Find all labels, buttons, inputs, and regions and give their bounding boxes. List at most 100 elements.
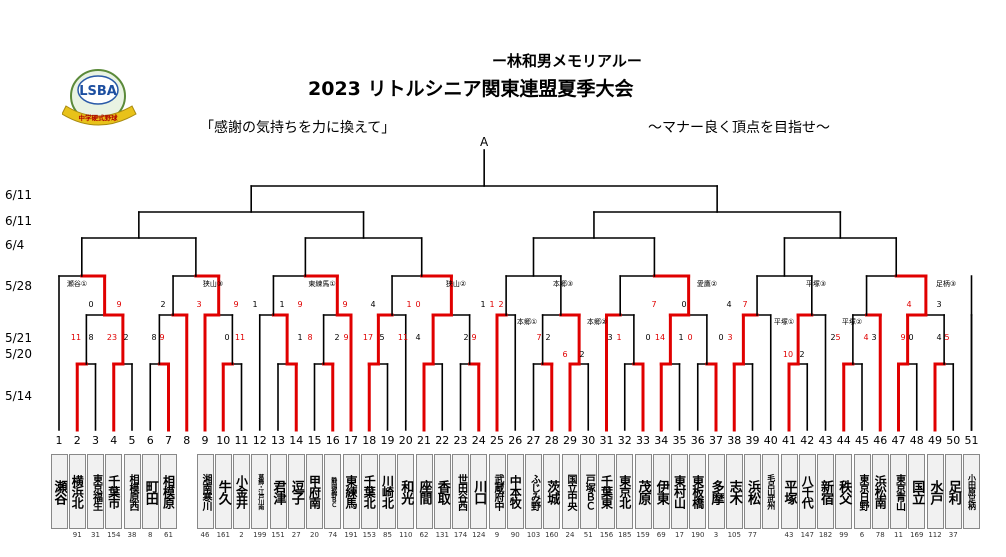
team-id: 20 bbox=[310, 531, 319, 539]
seed-number: 49 bbox=[928, 434, 942, 447]
team-name: 新宿 bbox=[818, 479, 833, 504]
score-label: 1 bbox=[616, 333, 621, 342]
team-id: 51 bbox=[583, 531, 593, 539]
team-id: 3 bbox=[713, 531, 719, 539]
team-id: 77 bbox=[748, 531, 757, 539]
score-label: 2 bbox=[545, 333, 550, 342]
score-label: 1 bbox=[297, 333, 302, 342]
team-name: 相模原西 bbox=[127, 473, 138, 510]
team-box: 国立 bbox=[908, 454, 926, 529]
team-id: 2 bbox=[239, 531, 244, 539]
score-label: 5 bbox=[835, 333, 840, 342]
score-label: 0 bbox=[415, 300, 420, 309]
seed-number: 14 bbox=[289, 434, 303, 447]
team-name: 秩父 bbox=[836, 479, 852, 504]
seed-number: 42 bbox=[800, 434, 814, 447]
team-id: 74 bbox=[328, 531, 338, 539]
team-box: 東京北 bbox=[616, 454, 634, 529]
team-name: 香取 bbox=[434, 479, 450, 504]
seed-number: 29 bbox=[563, 434, 577, 447]
team-name: 中本牧 bbox=[508, 475, 523, 508]
team-box: 世田谷西 bbox=[452, 454, 469, 529]
header: LSBA 中学硬式野球 ー林和男メモリアルー 2023 リトルシニア関東連盟夏季… bbox=[0, 0, 1006, 150]
score-label: 5 bbox=[379, 333, 384, 342]
team-id: 153 bbox=[362, 531, 376, 539]
seed-number: 35 bbox=[673, 434, 687, 447]
team-box: 戸塚ＢＣ bbox=[579, 454, 597, 529]
team-name: 茨城 bbox=[544, 479, 560, 504]
team-name: 甲府南 bbox=[307, 475, 322, 508]
seed-number: 37 bbox=[709, 434, 723, 447]
score-label: 3 bbox=[871, 333, 876, 342]
team-name: 座間 bbox=[416, 479, 432, 504]
team-box: 小金井 bbox=[233, 454, 250, 529]
round-date: 5/20 bbox=[5, 347, 32, 361]
seed-number: 47 bbox=[892, 434, 906, 447]
team-box: ふじみ野 bbox=[525, 454, 542, 529]
team-id: 37 bbox=[948, 531, 958, 539]
score-label: 2 bbox=[799, 350, 804, 359]
score-label: 7 bbox=[536, 333, 541, 342]
team-box: 葛飾・江戸川南 bbox=[251, 454, 269, 529]
team-box: 茂原 bbox=[634, 454, 652, 529]
team-box: 浜松 bbox=[744, 454, 761, 529]
score-label: 1 bbox=[489, 300, 494, 309]
team-name: 和光 bbox=[398, 479, 414, 504]
team-box: 湘南寒川 bbox=[196, 454, 214, 529]
venue-label: 愛鷹② bbox=[697, 279, 717, 288]
score-label: 0 bbox=[718, 333, 723, 342]
seed-number: 45 bbox=[855, 434, 869, 447]
team-name: 横浜北 bbox=[70, 475, 85, 508]
score-label: 9 bbox=[900, 333, 905, 342]
team-box: 和光 bbox=[397, 454, 415, 529]
team-id: 124 bbox=[472, 531, 486, 539]
team-id: 24 bbox=[565, 531, 575, 539]
team-name: 川口 bbox=[471, 479, 487, 504]
team-id: 27 bbox=[291, 531, 301, 539]
score-label: 1 bbox=[252, 300, 257, 309]
team-id: 8 bbox=[148, 531, 153, 539]
team-id: 38 bbox=[127, 531, 137, 539]
venue-label: 狭山③ bbox=[203, 279, 223, 288]
team-id: 182 bbox=[818, 531, 833, 539]
team-name: 千葉北 bbox=[362, 475, 377, 508]
team-id: 62 bbox=[419, 531, 429, 539]
team-id: 6 bbox=[859, 531, 865, 539]
score-label: 1 bbox=[279, 300, 284, 309]
team-box: 武蔵府中 bbox=[488, 454, 506, 529]
seed-number: 33 bbox=[636, 434, 650, 447]
team-name: 東練馬 bbox=[344, 475, 358, 508]
seed-number: 24 bbox=[472, 434, 486, 447]
team-box: 千葉市 bbox=[105, 454, 123, 529]
seed-number: 36 bbox=[691, 434, 705, 447]
team-box: 小田原足柄 bbox=[963, 454, 980, 529]
score-label: 2 bbox=[498, 300, 503, 309]
score-label: 9 bbox=[297, 300, 302, 309]
team-id: 17 bbox=[675, 531, 684, 539]
team-box: 東村山 bbox=[671, 454, 688, 529]
team-box: 君津 bbox=[269, 454, 287, 529]
team-box: 川崎北 bbox=[379, 454, 396, 529]
team-name: 国立 bbox=[909, 479, 925, 504]
score-label: 8 bbox=[307, 333, 312, 342]
lsba-logo-icon: LSBA 中学硬式野球 bbox=[62, 69, 137, 126]
team-box: 甲府南 bbox=[306, 454, 323, 529]
score-label: 9 bbox=[471, 333, 476, 342]
team-name: 浜松南 bbox=[873, 475, 888, 508]
team-box: 新宿 bbox=[817, 454, 834, 529]
score-label: 8 bbox=[88, 333, 93, 342]
seed-number: 19 bbox=[381, 434, 395, 447]
team-box: 千葉北 bbox=[360, 454, 378, 529]
team-box: 川口 bbox=[470, 454, 488, 529]
score-label: 4 bbox=[936, 333, 941, 342]
score-label: 9 bbox=[342, 300, 347, 309]
venue-label: 本郷② bbox=[587, 317, 607, 326]
seed-number: 5 bbox=[129, 434, 136, 447]
seed-number: 43 bbox=[819, 434, 833, 447]
score-label: 3 bbox=[936, 300, 941, 309]
team-box: 八千代 bbox=[798, 454, 816, 529]
team-id: 185 bbox=[618, 531, 632, 539]
team-name: 武蔵府中 bbox=[492, 473, 503, 510]
score-label: 4 bbox=[370, 300, 375, 309]
venue-label: 東練馬① bbox=[308, 279, 335, 288]
